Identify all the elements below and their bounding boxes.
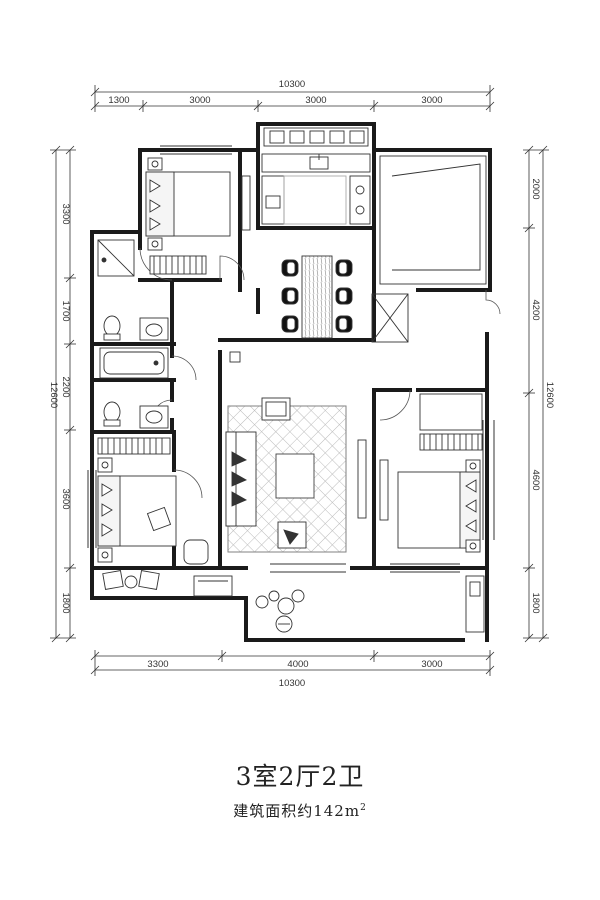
living-room: [225, 351, 367, 553]
left-dim-4: 3600: [60, 488, 71, 509]
bottom-dimensions: [90, 650, 495, 676]
left-dim-2: 1700: [60, 300, 71, 321]
bedroom-bottom-left: [97, 437, 209, 590]
right-dim-1: 2000: [530, 178, 541, 199]
walls: [90, 122, 492, 642]
top-dim-3: 3000: [305, 95, 326, 106]
balcony-top-right: [371, 155, 487, 343]
area-prefix: 建筑面积约: [233, 802, 314, 820]
bedroom-right: [379, 393, 483, 553]
bathroom-2: [103, 401, 169, 429]
right-total-dim: 12600: [544, 382, 555, 408]
bottom-dim-3: 3000: [421, 659, 442, 670]
bottom-dim-2: 4000: [287, 659, 308, 670]
left-dim-5: 1800: [60, 592, 71, 613]
left-dimensions: [50, 145, 76, 643]
area-value: 142m: [313, 802, 361, 820]
bathtub: [99, 347, 169, 379]
top-dim-1: 1300: [108, 95, 129, 106]
right-dim-4: 1800: [530, 592, 541, 613]
top-dimensions: [90, 85, 495, 112]
top-dim-4: 3000: [421, 95, 442, 106]
bedroom-top-left: [145, 157, 251, 275]
bottom-dim-1: 3300: [147, 659, 168, 670]
bottom-total-dim: 10300: [279, 678, 305, 689]
left-total-dim: 12600: [48, 382, 59, 408]
area-label: 建筑面积约142m2: [0, 800, 600, 821]
dining-area: [281, 255, 353, 339]
top-total-dim: 10300: [279, 79, 305, 90]
top-dim-2: 3000: [189, 95, 210, 106]
kitchen: [261, 127, 371, 225]
right-dim-3: 4600: [530, 469, 541, 490]
left-dim-1: 3300: [60, 203, 71, 224]
layout-title: 3室2厅2卫: [235, 762, 365, 791]
windows: [87, 145, 495, 573]
right-dim-2: 4200: [530, 299, 541, 320]
bathroom-1: [97, 239, 169, 341]
left-dim-3: 2200: [60, 376, 71, 397]
balcony-bottom: [193, 575, 485, 633]
area-unit-superscript: 2: [360, 803, 367, 813]
floor-plan: 10300 1300 3000 3000 3000 3300 4000 3000…: [48, 79, 555, 689]
right-dimensions: [523, 145, 549, 643]
